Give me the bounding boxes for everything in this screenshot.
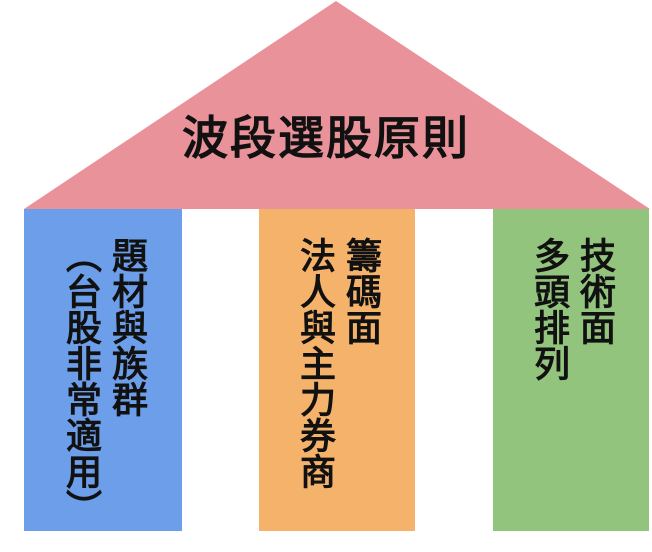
pillar-technical-analysis: 技術面 多頭排列 [493, 209, 649, 531]
pillar-3-line-2: 多頭排列 [528, 237, 569, 381]
pillar-3-line-1: 技術面 [574, 237, 615, 345]
pillar-1-line-1: 題材與族群 [106, 237, 147, 417]
pillar-2-line-2: 法人與主力券商 [294, 237, 335, 489]
pillar-2-line-1: 籌碼面 [340, 237, 381, 345]
roof-triangle [24, 1, 650, 209]
pillar-1-line-2: （台股非常適用） [60, 237, 101, 525]
pillar-chip-analysis: 籌碼面 法人與主力券商 [259, 209, 415, 531]
diagram-title: 波段選股原則 [182, 111, 470, 165]
pillar-theme-and-sector: 題材與族群 （台股非常適用） [24, 209, 182, 531]
